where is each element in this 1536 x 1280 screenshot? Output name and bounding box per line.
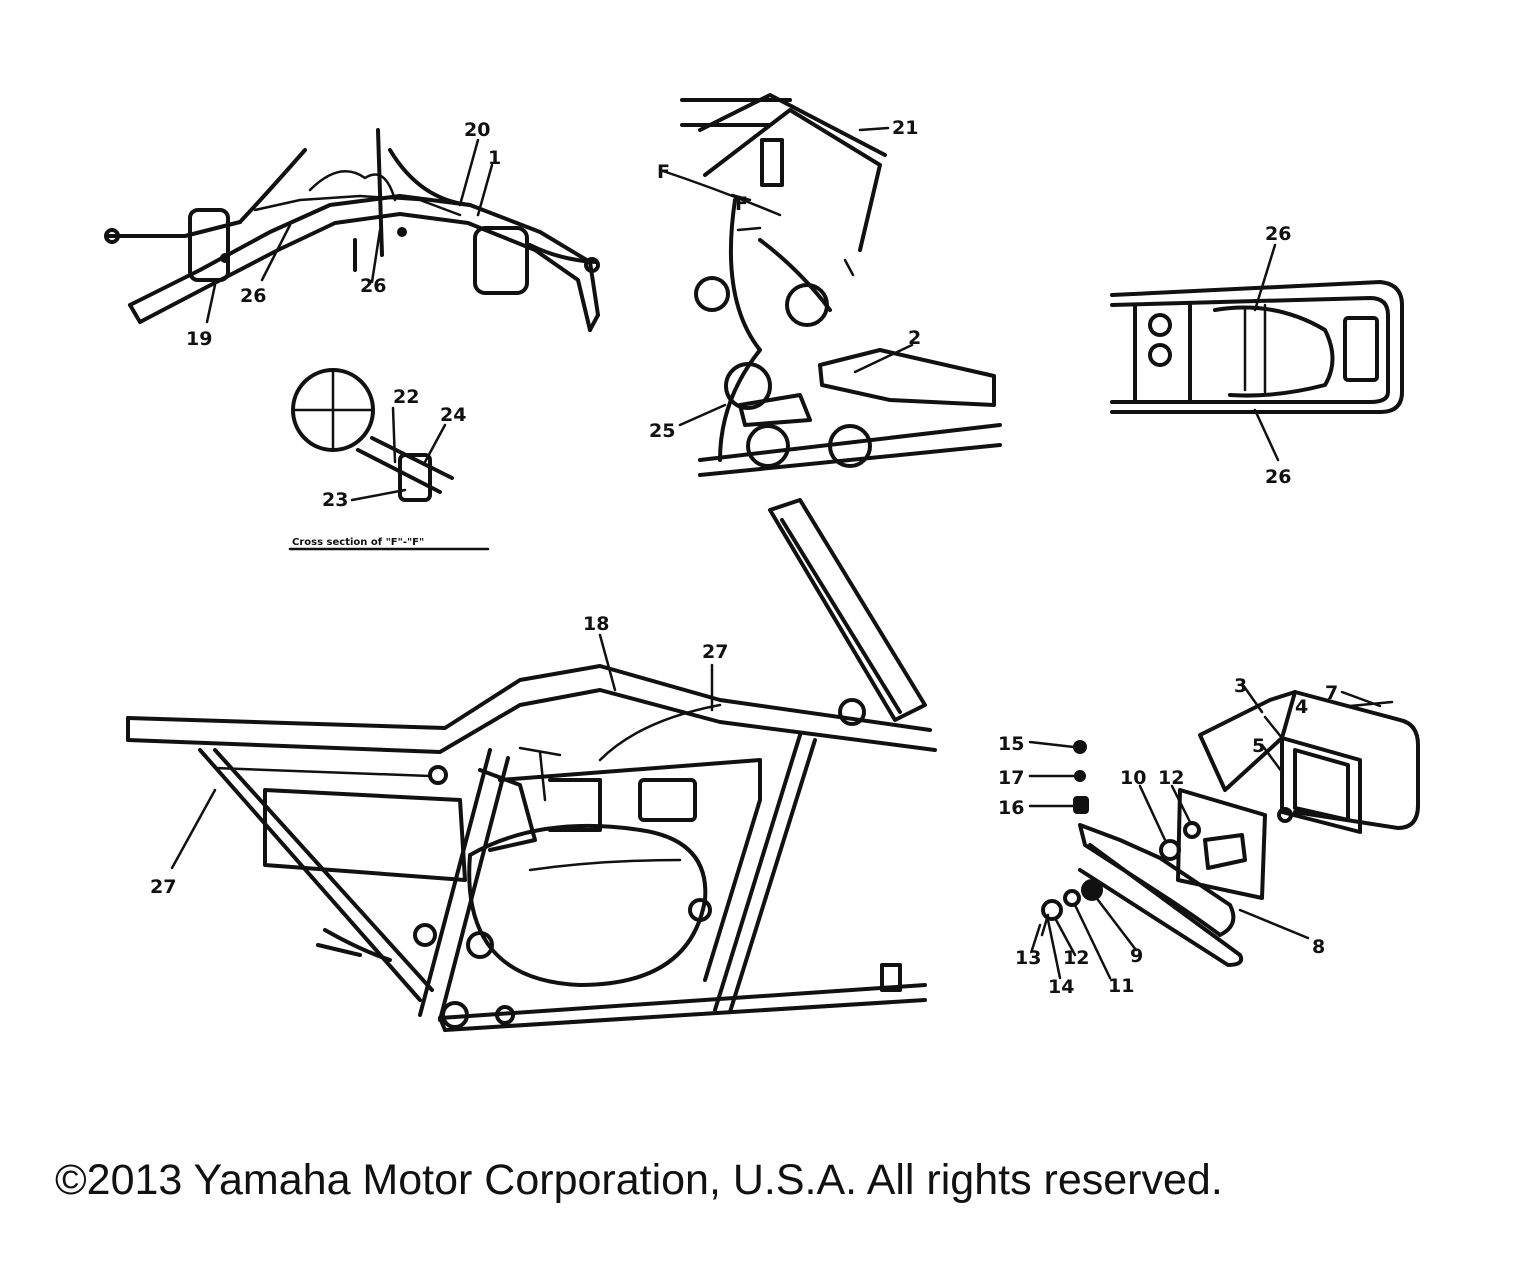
callout-label: 7 xyxy=(1325,682,1338,704)
callout-label: 21 xyxy=(892,117,918,139)
callout-label: 17 xyxy=(998,767,1024,789)
cross-section-caption: Cross section of "F"-"F" xyxy=(292,537,424,548)
callout-label: 9 xyxy=(1130,945,1143,967)
callout-label: 12 xyxy=(1063,947,1089,969)
section-marker-f: F xyxy=(735,193,748,215)
callout-label: 25 xyxy=(649,420,675,442)
callout-label: 24 xyxy=(440,404,466,426)
taillight-assembly xyxy=(1040,690,1420,967)
callout-label: 14 xyxy=(1048,976,1074,998)
callout-label: 22 xyxy=(393,386,419,408)
copyright-notice: ©2013 Yamaha Motor Corporation, U.S.A. A… xyxy=(55,1156,1223,1204)
callout-label: 23 xyxy=(322,489,348,511)
callout-label: 5 xyxy=(1252,735,1265,757)
callout-label: 26 xyxy=(360,275,386,297)
callout-label: 4 xyxy=(1295,696,1308,718)
callout-label: 1 xyxy=(488,147,501,169)
callout-label: 15 xyxy=(998,733,1024,755)
callout-label: 26 xyxy=(1265,223,1291,245)
callout-label: 26 xyxy=(240,285,266,307)
callout-label: 27 xyxy=(150,876,176,898)
section-marker-f: F xyxy=(657,161,670,183)
steering-head-assembly xyxy=(658,93,1002,477)
callout-label: 10 xyxy=(1120,767,1146,789)
callout-labels: 20 1 26 26 19 22 24 23 21 2 25 26 26 18 … xyxy=(150,117,1338,998)
callout-label: 8 xyxy=(1312,936,1325,958)
handlebar-assembly xyxy=(104,128,600,332)
cross-section-detail: Cross section of "F"-"F" xyxy=(288,368,490,551)
callout-label: 2 xyxy=(908,327,921,349)
leader-lines xyxy=(170,126,1382,980)
callout-label: 19 xyxy=(186,328,212,350)
callout-label: 13 xyxy=(1015,947,1041,969)
callout-label: 3 xyxy=(1234,675,1247,697)
callout-label: 20 xyxy=(464,119,490,141)
main-frame-assembly xyxy=(126,498,937,1032)
callout-label: 27 xyxy=(702,641,728,663)
rear-frame-detail xyxy=(1110,280,1404,414)
callout-label: 12 xyxy=(1158,767,1184,789)
callout-label: 18 xyxy=(583,613,609,635)
callout-label: 26 xyxy=(1265,466,1291,488)
section-markers: F F xyxy=(657,161,748,215)
callout-label: 11 xyxy=(1108,975,1134,997)
callout-label: 16 xyxy=(998,797,1024,819)
